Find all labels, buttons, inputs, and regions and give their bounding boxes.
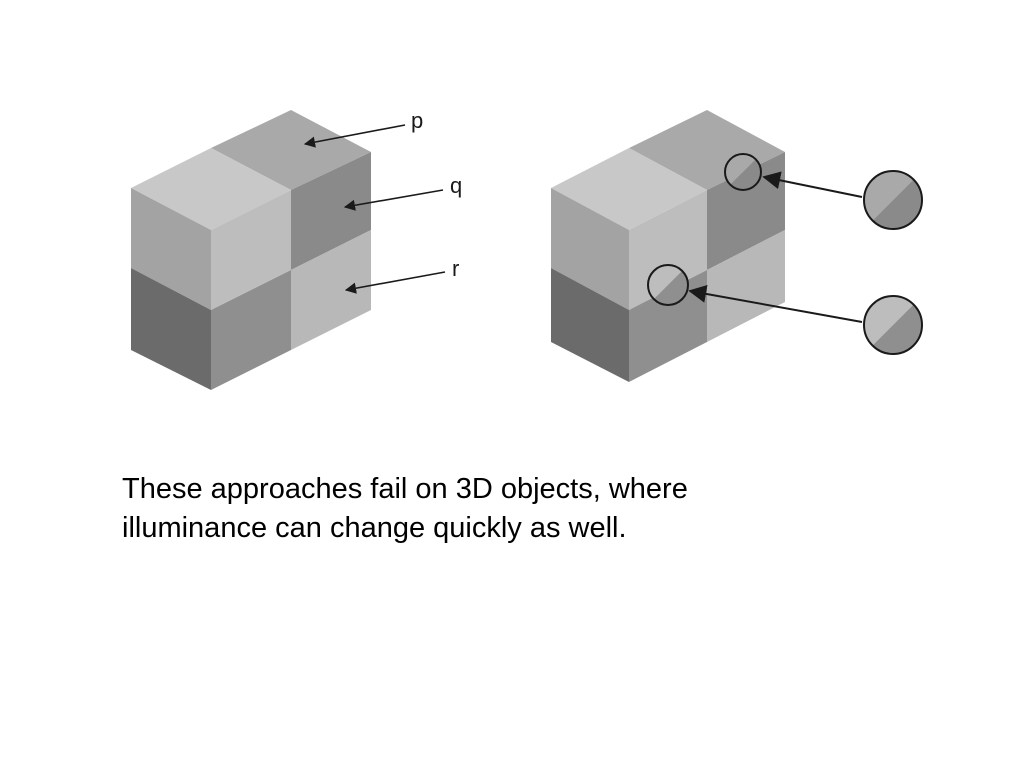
left-cube-side-upper (291, 152, 371, 270)
magnified-disc-upper (863, 170, 923, 230)
annotation-q: q (343, 173, 462, 211)
right-cube (551, 110, 785, 382)
right-cube-front-lower-left (551, 268, 629, 382)
caption-line-1: These approaches fail on 3D objects, whe… (122, 473, 688, 505)
illuminance-cube-figure: p q r (131, 108, 923, 390)
label-p: p (411, 108, 423, 133)
left-cube-side-lower (291, 230, 371, 350)
annotation-r: r (344, 256, 459, 294)
arrow-lower (688, 285, 863, 323)
magnified-disc-lower (863, 295, 923, 355)
arrow-upper (762, 171, 863, 198)
label-q: q (450, 173, 462, 198)
left-cube-front-lower-left (131, 268, 211, 390)
right-cube-top-front (551, 148, 707, 230)
right-cube-front-lower-right (629, 270, 707, 382)
annotation-p: p (303, 108, 423, 148)
label-r: r (452, 256, 459, 281)
left-cube (131, 110, 371, 390)
caption-line-2: illuminance can change quickly as well. (122, 512, 627, 544)
lower-boundary-circle (647, 264, 689, 306)
upper-boundary-circle (724, 153, 762, 191)
left-cube-front-lower-right (211, 270, 291, 390)
right-cube-side-lower (707, 230, 785, 342)
caption: These approaches fail on 3D objects, whe… (122, 470, 882, 548)
left-cube-front-upper-left (131, 188, 211, 310)
left-cube-top-front (131, 148, 291, 230)
right-cube-front-upper-left (551, 188, 629, 310)
left-cube-top-back (211, 110, 371, 190)
